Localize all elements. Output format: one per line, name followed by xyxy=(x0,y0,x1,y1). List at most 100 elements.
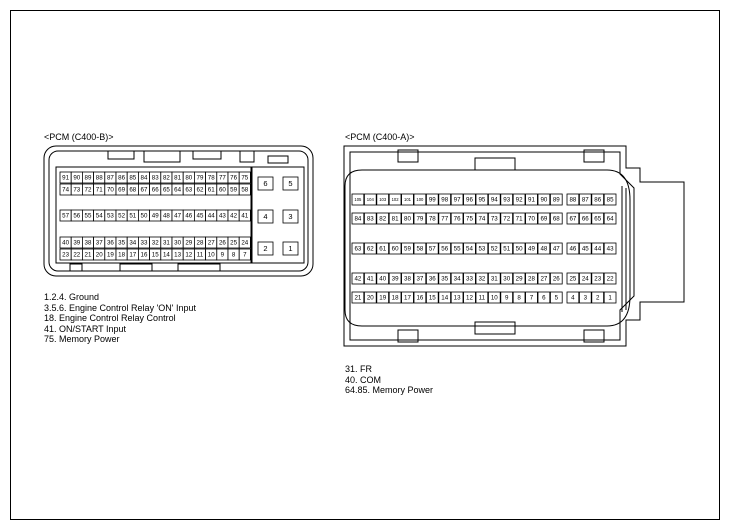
pin-a-18-label: 18 xyxy=(392,295,399,302)
pin-a-79: 79 xyxy=(413,212,427,225)
pin-a-70-label: 70 xyxy=(528,216,535,223)
pin-a-69-label: 69 xyxy=(540,216,547,223)
pin-a-66-label: 66 xyxy=(582,216,589,223)
pin-b-49-label: 49 xyxy=(152,213,159,220)
pin-a-25: 25 xyxy=(566,272,580,285)
pin-a-16-label: 16 xyxy=(416,295,423,302)
pin-a-10-label: 10 xyxy=(491,295,498,302)
pin-b-82-label: 82 xyxy=(163,175,170,182)
pin-b-32-label: 32 xyxy=(152,240,159,247)
pin-a-95-label: 95 xyxy=(478,197,485,204)
pin-a-75-label: 75 xyxy=(466,216,473,223)
pin-a-81-label: 81 xyxy=(392,216,399,223)
pin-a-20-label: 20 xyxy=(367,295,374,302)
pin-b-79: 79 xyxy=(193,171,206,184)
pin-a-9: 9 xyxy=(500,291,513,304)
pin-b-13-label: 13 xyxy=(174,252,181,259)
pin-b-33: 33 xyxy=(137,236,150,249)
pin-a-57: 57 xyxy=(425,242,439,255)
pin-b-36-label: 36 xyxy=(107,240,114,247)
pin-a-50: 50 xyxy=(512,242,526,255)
pin-a-8: 8 xyxy=(512,291,526,304)
pin-a-65: 65 xyxy=(591,212,604,225)
pin-b-58: 58 xyxy=(238,183,251,196)
pin-a-67-label: 67 xyxy=(569,216,576,223)
pin-a-21: 21 xyxy=(351,291,365,304)
pin-a-50-label: 50 xyxy=(516,246,523,253)
pin-a-1-label: 1 xyxy=(608,295,612,302)
pin-a-21-label: 21 xyxy=(354,295,361,302)
pin-b-54: 54 xyxy=(93,209,106,222)
pin-a-29-label: 29 xyxy=(516,276,523,283)
pin-a-38-label: 38 xyxy=(404,276,411,283)
pin-a-23: 23 xyxy=(591,272,604,285)
pin-a-72-label: 72 xyxy=(503,216,510,223)
pin-b-40-label: 40 xyxy=(62,240,69,247)
pin-b-71: 71 xyxy=(93,183,106,196)
pin-a-57-label: 57 xyxy=(429,246,436,253)
pin-a-71: 71 xyxy=(512,212,526,225)
pin-b-78-label: 78 xyxy=(208,175,215,182)
pin-b-53-label: 53 xyxy=(107,213,114,220)
pin-b-83-label: 83 xyxy=(152,175,159,182)
pin-a-27-label: 27 xyxy=(540,276,547,283)
pin-b-55-label: 55 xyxy=(85,213,92,220)
pin-a-88-label: 88 xyxy=(569,197,576,204)
pin-a-31-label: 31 xyxy=(491,276,498,283)
pin-a-103-label: 103 xyxy=(379,197,387,202)
pin-a-35: 35 xyxy=(438,272,451,285)
pin-a-44: 44 xyxy=(591,242,604,255)
pin-a-43: 43 xyxy=(603,242,617,255)
pin-b-3-label: 3 xyxy=(288,212,292,221)
pin-b-19-label: 19 xyxy=(107,252,114,259)
pin-b-11-label: 11 xyxy=(197,252,204,259)
pin-a-65-label: 65 xyxy=(594,216,601,223)
pin-b-12-label: 12 xyxy=(185,252,192,259)
pin-a-100-label: 100 xyxy=(416,197,424,202)
pin-a-44-label: 44 xyxy=(594,246,601,253)
pin-a-9-label: 9 xyxy=(505,295,509,302)
pin-a-91-label: 91 xyxy=(528,197,535,204)
pin-a-98-label: 98 xyxy=(441,197,448,204)
connector-a-title: <PCM (C400-A)> xyxy=(345,132,415,142)
pin-a-48: 48 xyxy=(537,242,551,255)
pin-b-29: 29 xyxy=(182,236,195,249)
pin-b-67-label: 67 xyxy=(141,187,148,194)
pin-b-35: 35 xyxy=(115,236,128,249)
pin-a-99: 99 xyxy=(425,193,439,206)
pin-b-66-label: 66 xyxy=(152,187,159,194)
pin-b-61: 61 xyxy=(205,183,218,196)
pin-a-46-label: 46 xyxy=(569,246,576,253)
pin-b-28-label: 28 xyxy=(197,240,204,247)
pin-b-31-label: 31 xyxy=(163,240,170,247)
pin-a-2: 2 xyxy=(591,291,604,304)
pin-b-53: 53 xyxy=(104,209,117,222)
pin-a-31: 31 xyxy=(487,272,501,285)
pin-a-55: 55 xyxy=(450,242,464,255)
pin-b-70: 70 xyxy=(104,183,117,196)
pin-b-5: 5 xyxy=(282,176,299,191)
pin-b-57-label: 57 xyxy=(62,213,69,220)
pin-b-70-label: 70 xyxy=(107,187,114,194)
pin-b-23-label: 23 xyxy=(62,252,69,259)
pin-b-64: 64 xyxy=(171,183,184,196)
pin-a-19: 19 xyxy=(376,291,389,304)
pin-a-22: 22 xyxy=(603,272,617,285)
pin-b-60: 60 xyxy=(216,183,229,196)
legend-b-line-1: 1.2.4. Ground xyxy=(44,292,100,302)
pin-a-30-label: 30 xyxy=(503,276,510,283)
pin-b-30: 30 xyxy=(171,236,184,249)
pin-a-89: 89 xyxy=(550,193,563,206)
pin-b-3: 3 xyxy=(282,209,299,224)
pin-b-62-label: 62 xyxy=(197,187,204,194)
pin-b-77: 77 xyxy=(216,171,229,184)
pin-b-24: 24 xyxy=(238,236,251,249)
pin-b-15: 15 xyxy=(149,248,162,261)
pin-b-58-label: 58 xyxy=(241,187,248,194)
pin-b-68-label: 68 xyxy=(129,187,136,194)
pin-b-25: 25 xyxy=(227,236,240,249)
pin-a-51: 51 xyxy=(500,242,513,255)
pin-a-33-label: 33 xyxy=(466,276,473,283)
pin-a-93-label: 93 xyxy=(503,197,510,204)
pin-a-98: 98 xyxy=(438,193,451,206)
